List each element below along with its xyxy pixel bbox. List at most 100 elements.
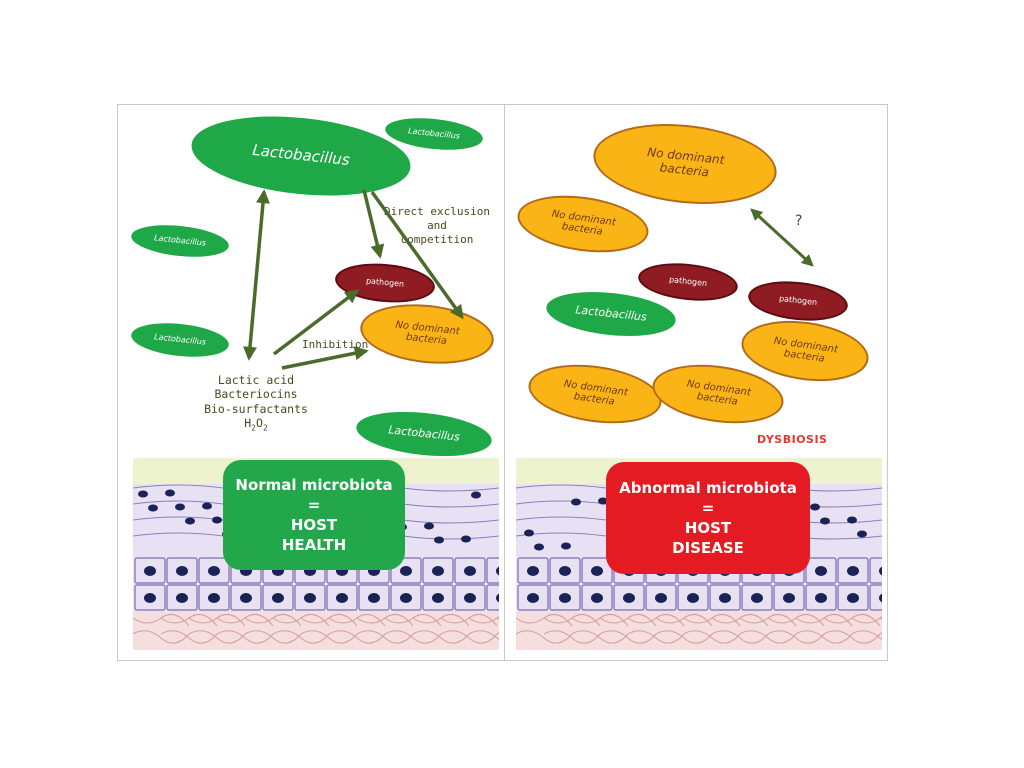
cell-nucleus	[655, 593, 667, 603]
agent-bacteriocins: Bacteriocins	[214, 387, 298, 402]
cell-nucleus	[304, 593, 316, 603]
epithelial-cell	[773, 584, 805, 611]
cell-nucleus	[336, 593, 348, 603]
cell-nucleus	[847, 566, 859, 576]
epithelial-cell	[294, 584, 326, 611]
epithelial-cell	[549, 557, 581, 584]
arrow-inhibition-no-dominant	[281, 346, 369, 370]
cell-nucleus	[524, 529, 534, 537]
arrow-exclusion-pathogen	[362, 189, 385, 259]
epithelial-cell	[454, 557, 486, 584]
epithelial-cell	[486, 557, 499, 584]
cell-nucleus	[534, 543, 544, 551]
health-label: HEALTH	[281, 536, 347, 555]
epithelial-cell	[358, 584, 390, 611]
cell-nucleus	[165, 489, 175, 497]
cell-nucleus	[598, 497, 608, 505]
epithelial-cell	[166, 584, 198, 611]
cell-nucleus	[368, 593, 380, 603]
cell-nucleus	[847, 516, 857, 524]
epithelial-cell	[581, 557, 613, 584]
cell-nucleus	[432, 593, 444, 603]
cell-nucleus	[879, 566, 882, 576]
cell-nucleus	[591, 566, 603, 576]
host-label-left: HOST	[290, 516, 338, 534]
cell-nucleus	[559, 593, 571, 603]
epithelial-cell	[326, 584, 358, 611]
epithelial-cell	[869, 557, 882, 584]
direct-exclusion-line1: Direct exclusion and	[384, 205, 490, 232]
cell-nucleus	[208, 566, 220, 576]
epithelial-cell	[709, 584, 741, 611]
cell-nucleus	[591, 593, 603, 603]
epithelial-cell	[166, 557, 198, 584]
disease-label: DISEASE	[672, 539, 744, 558]
cell-nucleus	[687, 593, 699, 603]
cell-nucleus	[527, 566, 539, 576]
cell-nucleus	[559, 566, 571, 576]
cell-nucleus	[815, 566, 827, 576]
cell-nucleus	[185, 517, 195, 525]
epithelial-cell	[486, 584, 499, 611]
cell-nucleus	[879, 593, 882, 603]
epithelial-cell	[134, 557, 166, 584]
direct-exclusion-text: Direct exclusion and competition	[378, 205, 496, 246]
epithelial-cell	[837, 557, 869, 584]
epithelial-cell	[805, 557, 837, 584]
cell-nucleus	[464, 593, 476, 603]
abnormal-microbiota-box: Abnormal microbiota = HOST DISEASE	[606, 462, 810, 574]
epithelial-cell	[581, 584, 613, 611]
cell-nucleus	[148, 504, 158, 512]
agent-lactic-acid: Lactic acid	[217, 373, 295, 387]
epithelial-cell	[422, 557, 454, 584]
cell-nucleus	[719, 593, 731, 603]
host-label-right: HOST	[684, 519, 732, 537]
cell-nucleus	[272, 593, 284, 603]
cell-nucleus	[857, 530, 867, 538]
dysbiosis-label: DYSBIOSIS	[757, 433, 828, 446]
cell-nucleus	[471, 491, 481, 499]
cell-nucleus	[496, 593, 499, 603]
cell-nucleus	[783, 593, 795, 603]
panel-divider	[504, 104, 505, 661]
cell-nucleus	[847, 593, 859, 603]
abnormal-microbiota-title: Abnormal microbiota	[619, 478, 797, 497]
cell-nucleus	[434, 536, 444, 544]
epithelial-cell	[517, 557, 549, 584]
arrow-uncertain-pathogen	[750, 208, 814, 267]
epithelial-cell	[262, 584, 294, 611]
cell-nucleus	[815, 593, 827, 603]
epithelial-cell	[805, 584, 837, 611]
cell-nucleus	[424, 522, 434, 530]
cell-nucleus	[208, 593, 220, 603]
cell-nucleus	[400, 593, 412, 603]
cell-nucleus	[212, 516, 222, 524]
normal-microbiota-box: Normal microbiota = HOST HEALTH	[223, 460, 405, 570]
epithelial-cell	[677, 584, 709, 611]
cell-nucleus	[176, 566, 188, 576]
normal-microbiota-title: Normal microbiota	[235, 475, 393, 494]
epithelial-cell	[741, 584, 773, 611]
cell-nucleus	[144, 566, 156, 576]
arrow-inhibition-pathogen	[272, 289, 360, 356]
epithelial-cell	[390, 557, 422, 584]
cell-nucleus	[496, 566, 499, 576]
arrow-lacto-to-agents	[243, 189, 270, 361]
cell-nucleus	[820, 517, 830, 525]
arrow-exclusion-no-dominant	[370, 190, 464, 320]
cell-nucleus	[561, 542, 571, 550]
abnormal-equals: =	[701, 498, 715, 517]
cell-nucleus	[464, 566, 476, 576]
epithelial-cell	[837, 584, 869, 611]
antimicrobial-agents: Lactic acid Bacteriocins Bio-surfactants…	[198, 373, 314, 433]
cell-nucleus	[202, 502, 212, 510]
epithelial-cell	[549, 584, 581, 611]
cell-nucleus	[571, 498, 581, 506]
cell-nucleus	[400, 566, 412, 576]
epithelial-cell	[198, 584, 230, 611]
cell-nucleus	[623, 593, 635, 603]
cell-nucleus	[751, 593, 763, 603]
cell-nucleus	[810, 503, 820, 511]
epithelial-cell	[517, 584, 549, 611]
